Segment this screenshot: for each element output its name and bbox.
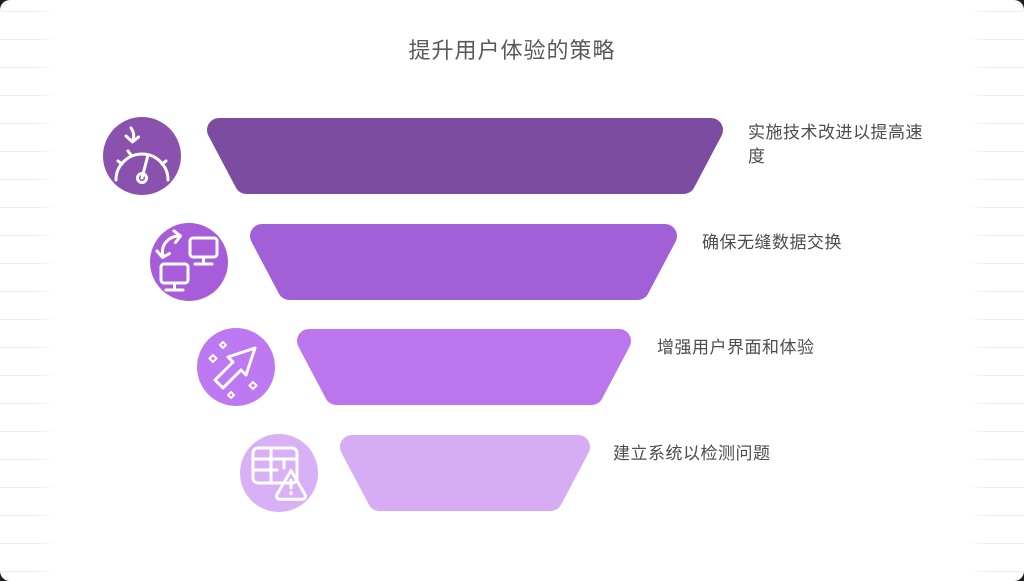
sparkle-arrow-icon <box>197 328 275 406</box>
icon-circle-2 <box>150 223 228 301</box>
funnel-stage-3-bar <box>297 329 631 405</box>
funnel-stage-4-bar <box>340 435 590 511</box>
funnel-stage-3-label: 增强用户界面和体验 <box>657 338 815 357</box>
icon-circle-3 <box>197 328 275 406</box>
icon-circle-1 <box>103 117 181 195</box>
funnel-stage-4-shape <box>340 435 590 511</box>
funnel-stage-2-shape <box>250 224 677 300</box>
funnel-stage-2-label: 确保无缝数据交换 <box>702 233 842 252</box>
table-warning-icon <box>240 434 318 512</box>
speedometer-icon <box>103 117 181 195</box>
page-title: 提升用户体验的策略 <box>408 38 616 63</box>
funnel-stage-2-bar <box>250 224 677 300</box>
funnel-stage-3-shape <box>297 329 631 405</box>
warning-triangle <box>275 469 307 501</box>
funnel-stage-4-label: 建立系统以检测问题 <box>613 444 771 463</box>
data-exchange-icon <box>150 223 228 301</box>
funnel-stage-1-shape <box>207 118 723 194</box>
funnel-stage-1-bar <box>207 118 723 194</box>
funnel-stage-1-label: 实施技术改进以提高速度 <box>748 123 923 166</box>
